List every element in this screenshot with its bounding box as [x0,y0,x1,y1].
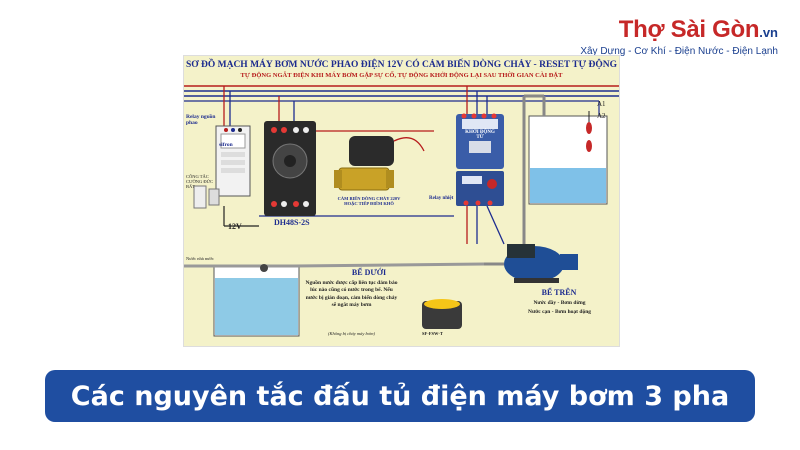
logo-tagline: Xây Dựng - Cơ Khí - Điện Nước - Điện Lạn… [580,46,778,57]
product-label: SF-FSW-T [422,331,443,336]
diagram-title: SƠ ĐỒ MẠCH MÁY BƠM NƯỚC PHAO ĐIỆN 12V CÓ… [185,60,618,70]
level-a2-label: A2 [597,112,606,120]
switch-label: CÔNG TẮC CƯỜNG ĐỨC BẤT [186,174,214,189]
relay-phao-module [215,125,251,197]
timer-label: DH48S-2S [274,218,310,227]
contactor-label: KHỞI ĐỘNG TỪ [465,130,495,140]
lower-tank [184,262,485,337]
relay-phao-label: Relay nguồn phao [186,114,216,126]
upper-tank-title: BỂ TRÊN [541,288,577,297]
logo-text: Thợ Sài Gòn [618,16,760,43]
wiring-diagram: SƠ ĐỒ MẠCH MÁY BƠM NƯỚC PHAO ĐIỆN 12V CÓ… [183,55,620,347]
upper-tank-line1: Nước đầy - Bơm dừng [533,300,586,306]
contactor [456,113,504,169]
lower-tank-text: Nguồn nước được cấp liên tục đảm bảo lúc… [305,280,398,309]
lower-tank-title: BỂ DƯỚI [351,268,387,277]
title-banner: Các nguyên tắc đấu tủ điện máy bơm 3 pha [45,370,755,422]
voltage-label: 12V [228,222,242,231]
diagram-subtitle: TỰ ĐỘNG NGẮT ĐIỆN KHI MÁY BƠM GẶP SỰ CỐ,… [240,72,563,79]
timer-relay [264,121,316,216]
banner-title: Các nguyên tắc đấu tủ điện máy bơm 3 pha [70,380,730,412]
product-image [422,299,462,329]
sensor-label: CẢM BIẾN DÒNG CHẢY 220V HOẶC TIẾP ĐIỂM K… [337,196,401,206]
relay-brand-label: sifron [219,142,233,148]
thermal-relay-label: Relay nhiệt [429,196,454,201]
thermal-relay [456,171,504,206]
upper-tank [522,94,608,256]
level-a1-label: A1 [597,100,606,108]
upper-tank-line2: Nước cạn - Bơm hoạt động [527,309,592,315]
lower-tank-note: (Không bị cháy máy bơm) [328,331,375,336]
water-pump [484,244,578,283]
flow-sensor [334,136,425,191]
logo-suffix: .vn [759,25,778,40]
diagram-drawing [184,85,619,337]
brand-logo: Thợ Sài Gòn.vn Xây Dựng - Cơ Khí - Điện … [580,16,778,57]
switch-module [193,185,220,209]
inlet-label: Nước nhà nước [186,256,214,261]
